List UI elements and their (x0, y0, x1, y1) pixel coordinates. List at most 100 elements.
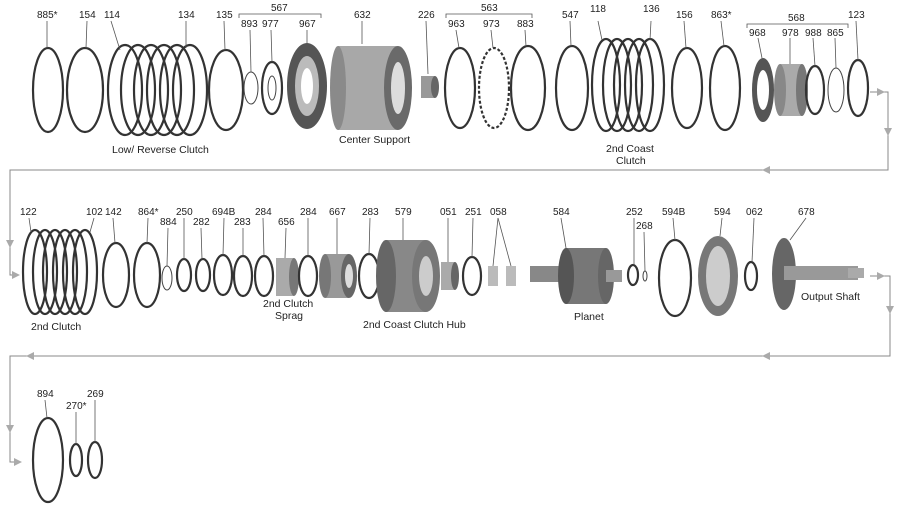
bearing-part (175, 257, 193, 293)
part-label-268: 268 (636, 221, 653, 232)
caption-center-support: Center Support (339, 134, 410, 146)
part-label-058: 058 (490, 207, 507, 218)
caption-output-shaft: Output Shaft (801, 291, 860, 303)
race-part (253, 254, 275, 298)
thrust-washer-part (161, 265, 173, 291)
flow-arrow-icon (6, 240, 14, 248)
backing-plate-part (670, 46, 704, 130)
thrust-washer-part (461, 255, 483, 297)
caption-second-clutch: 2nd Clutch (31, 321, 81, 333)
drum-part (698, 236, 738, 316)
center-support-part (330, 46, 412, 130)
snap-ring-part (827, 67, 845, 113)
part-label-269: 269 (87, 389, 104, 400)
bushing-part (421, 76, 439, 98)
thrust-washer-part (626, 263, 640, 287)
thrust-washer-part (68, 442, 84, 478)
thrust-bearing-part (212, 253, 234, 297)
part-label-988: 988 (805, 28, 822, 39)
snap-ring-part (232, 254, 254, 298)
flow-arrow-icon (886, 306, 894, 314)
part-label-051: 051 (440, 207, 457, 218)
caption-second-clutch-sprag-line1: 2nd Clutch (263, 298, 313, 310)
sprag-part (276, 258, 299, 296)
part-label-154: 154 (79, 10, 96, 21)
snap-ring-part (846, 58, 870, 118)
part-label-894: 894 (37, 389, 54, 400)
output-shaft-part (772, 238, 864, 310)
snap-ring-part (708, 44, 742, 132)
flow-line-row2-to-row3 (9, 275, 891, 463)
part-label-885: 885* (37, 10, 58, 21)
outer-race-ring-part (509, 44, 547, 132)
ring-gear-part (657, 238, 693, 318)
snap-ring-part (132, 241, 162, 309)
part-label-594: 594 (714, 207, 731, 218)
part-label-114: 114 (104, 10, 120, 21)
race-part (297, 254, 319, 298)
flow-arrow-icon (762, 166, 770, 174)
part-label-579: 579 (395, 207, 412, 218)
caption-low-reverse-clutch: Low/ Reverse Clutch (112, 144, 209, 156)
part-label-584: 584 (553, 207, 570, 218)
race-part (194, 257, 212, 293)
flow-line-row1-to-row2 (9, 91, 889, 276)
flow-arrow-icon (877, 88, 885, 96)
second-clutch-pack (21, 228, 99, 316)
flow-arrow-icon (884, 128, 892, 136)
part-label-062: 062 (746, 207, 763, 218)
part-label-968: 968 (749, 28, 766, 39)
wave-plate-part (65, 46, 105, 134)
part-label-134: 134 (178, 10, 195, 21)
part-label-284a: 284 (255, 207, 272, 218)
part-label-283a: 283 (234, 217, 251, 228)
part-label-667: 667 (329, 207, 346, 218)
part-label-156: 156 (676, 10, 693, 21)
part-label-563: 563 (481, 3, 498, 14)
part-label-963: 963 (448, 19, 465, 30)
caption-second-coast-clutch-hub: 2nd Coast Clutch Hub (363, 319, 466, 331)
caption-second-coast-clutch-line2: Clutch (616, 155, 646, 167)
part-label-632: 632 (354, 10, 371, 21)
flow-arrow-icon (14, 458, 22, 466)
part-label-284b: 284 (300, 207, 317, 218)
part-label-978: 978 (782, 28, 799, 39)
sprag-race-part (554, 44, 590, 132)
bushing-part (441, 262, 459, 290)
retainer-part (804, 64, 826, 116)
snap-ring-part (31, 46, 65, 134)
part-label-863: 863* (711, 10, 732, 21)
part-label-118: 118 (590, 4, 606, 15)
part-label-568: 568 (788, 13, 805, 24)
part-label-226: 226 (418, 10, 435, 21)
part-label-102: 102 (86, 207, 103, 218)
roller-clutch-ring-part (477, 46, 511, 130)
part-label-270: 270* (66, 401, 87, 412)
planet-carrier-part (530, 248, 622, 304)
flow-arrow-icon (877, 272, 885, 280)
bearing-part (642, 270, 648, 282)
part-label-252: 252 (626, 207, 643, 218)
flow-arrow-icon (12, 271, 20, 279)
part-label-122: 122 (20, 207, 37, 218)
part-label-594b: 594B (662, 207, 686, 218)
snap-ring-part (31, 416, 65, 504)
group-brackets (238, 13, 849, 28)
part-label-251: 251 (465, 207, 482, 218)
part-label-282: 282 (193, 217, 210, 228)
part-label-977: 977 (262, 19, 279, 30)
row3-parts (31, 416, 104, 504)
part-label-678: 678 (798, 207, 815, 218)
piston-part (752, 58, 774, 122)
part-label-884: 884 (160, 217, 177, 228)
thrust-washer-part (743, 260, 759, 292)
row2-parts (21, 228, 864, 318)
part-label-973: 973 (483, 19, 500, 30)
row1-parts (31, 37, 870, 137)
caption-second-coast-clutch-line1: 2nd Coast (606, 143, 654, 155)
bushing-part (506, 266, 516, 286)
hub-part (319, 254, 357, 298)
part-label-883: 883 (517, 19, 534, 30)
